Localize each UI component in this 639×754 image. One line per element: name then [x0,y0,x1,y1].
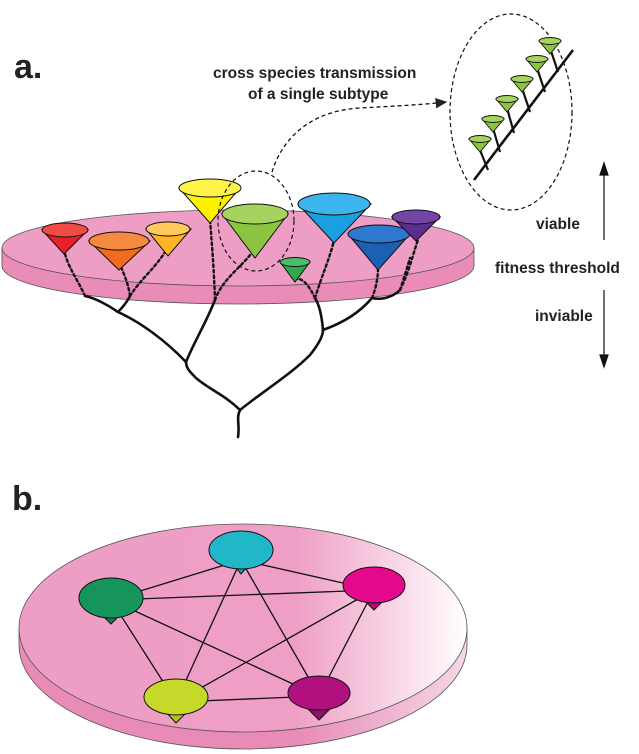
panel-a-label: a. [14,48,42,86]
fitness-threshold-label: fitness threshold [495,260,620,277]
cone-light-orange [144,221,193,257]
cone-orange [87,231,152,271]
annotation-line-1: cross species transmission [213,65,416,82]
node-magenta [342,566,406,611]
node-purple-magenta [287,675,351,721]
cone-small-green [279,257,311,283]
cone-blue [296,192,373,244]
transmission-arrow [271,98,448,173]
zoom-inset [449,13,575,211]
selection-ellipse [217,170,295,272]
inviable-label: inviable [535,308,593,325]
cone-green [221,203,289,259]
viability-axis [599,161,609,369]
node-cyan [208,530,274,575]
annotation-line-2: of a single subtype [248,86,389,103]
cone-yellow [177,178,242,224]
node-dark-green [78,577,144,625]
phylogenetic-tree [83,288,402,439]
cone-red [40,222,90,255]
viable-label: viable [536,216,580,233]
cone-dark-blue [346,224,412,271]
cone-purple [390,209,442,242]
panel-b-label: b. [12,480,42,518]
node-yellow-green [143,678,209,724]
